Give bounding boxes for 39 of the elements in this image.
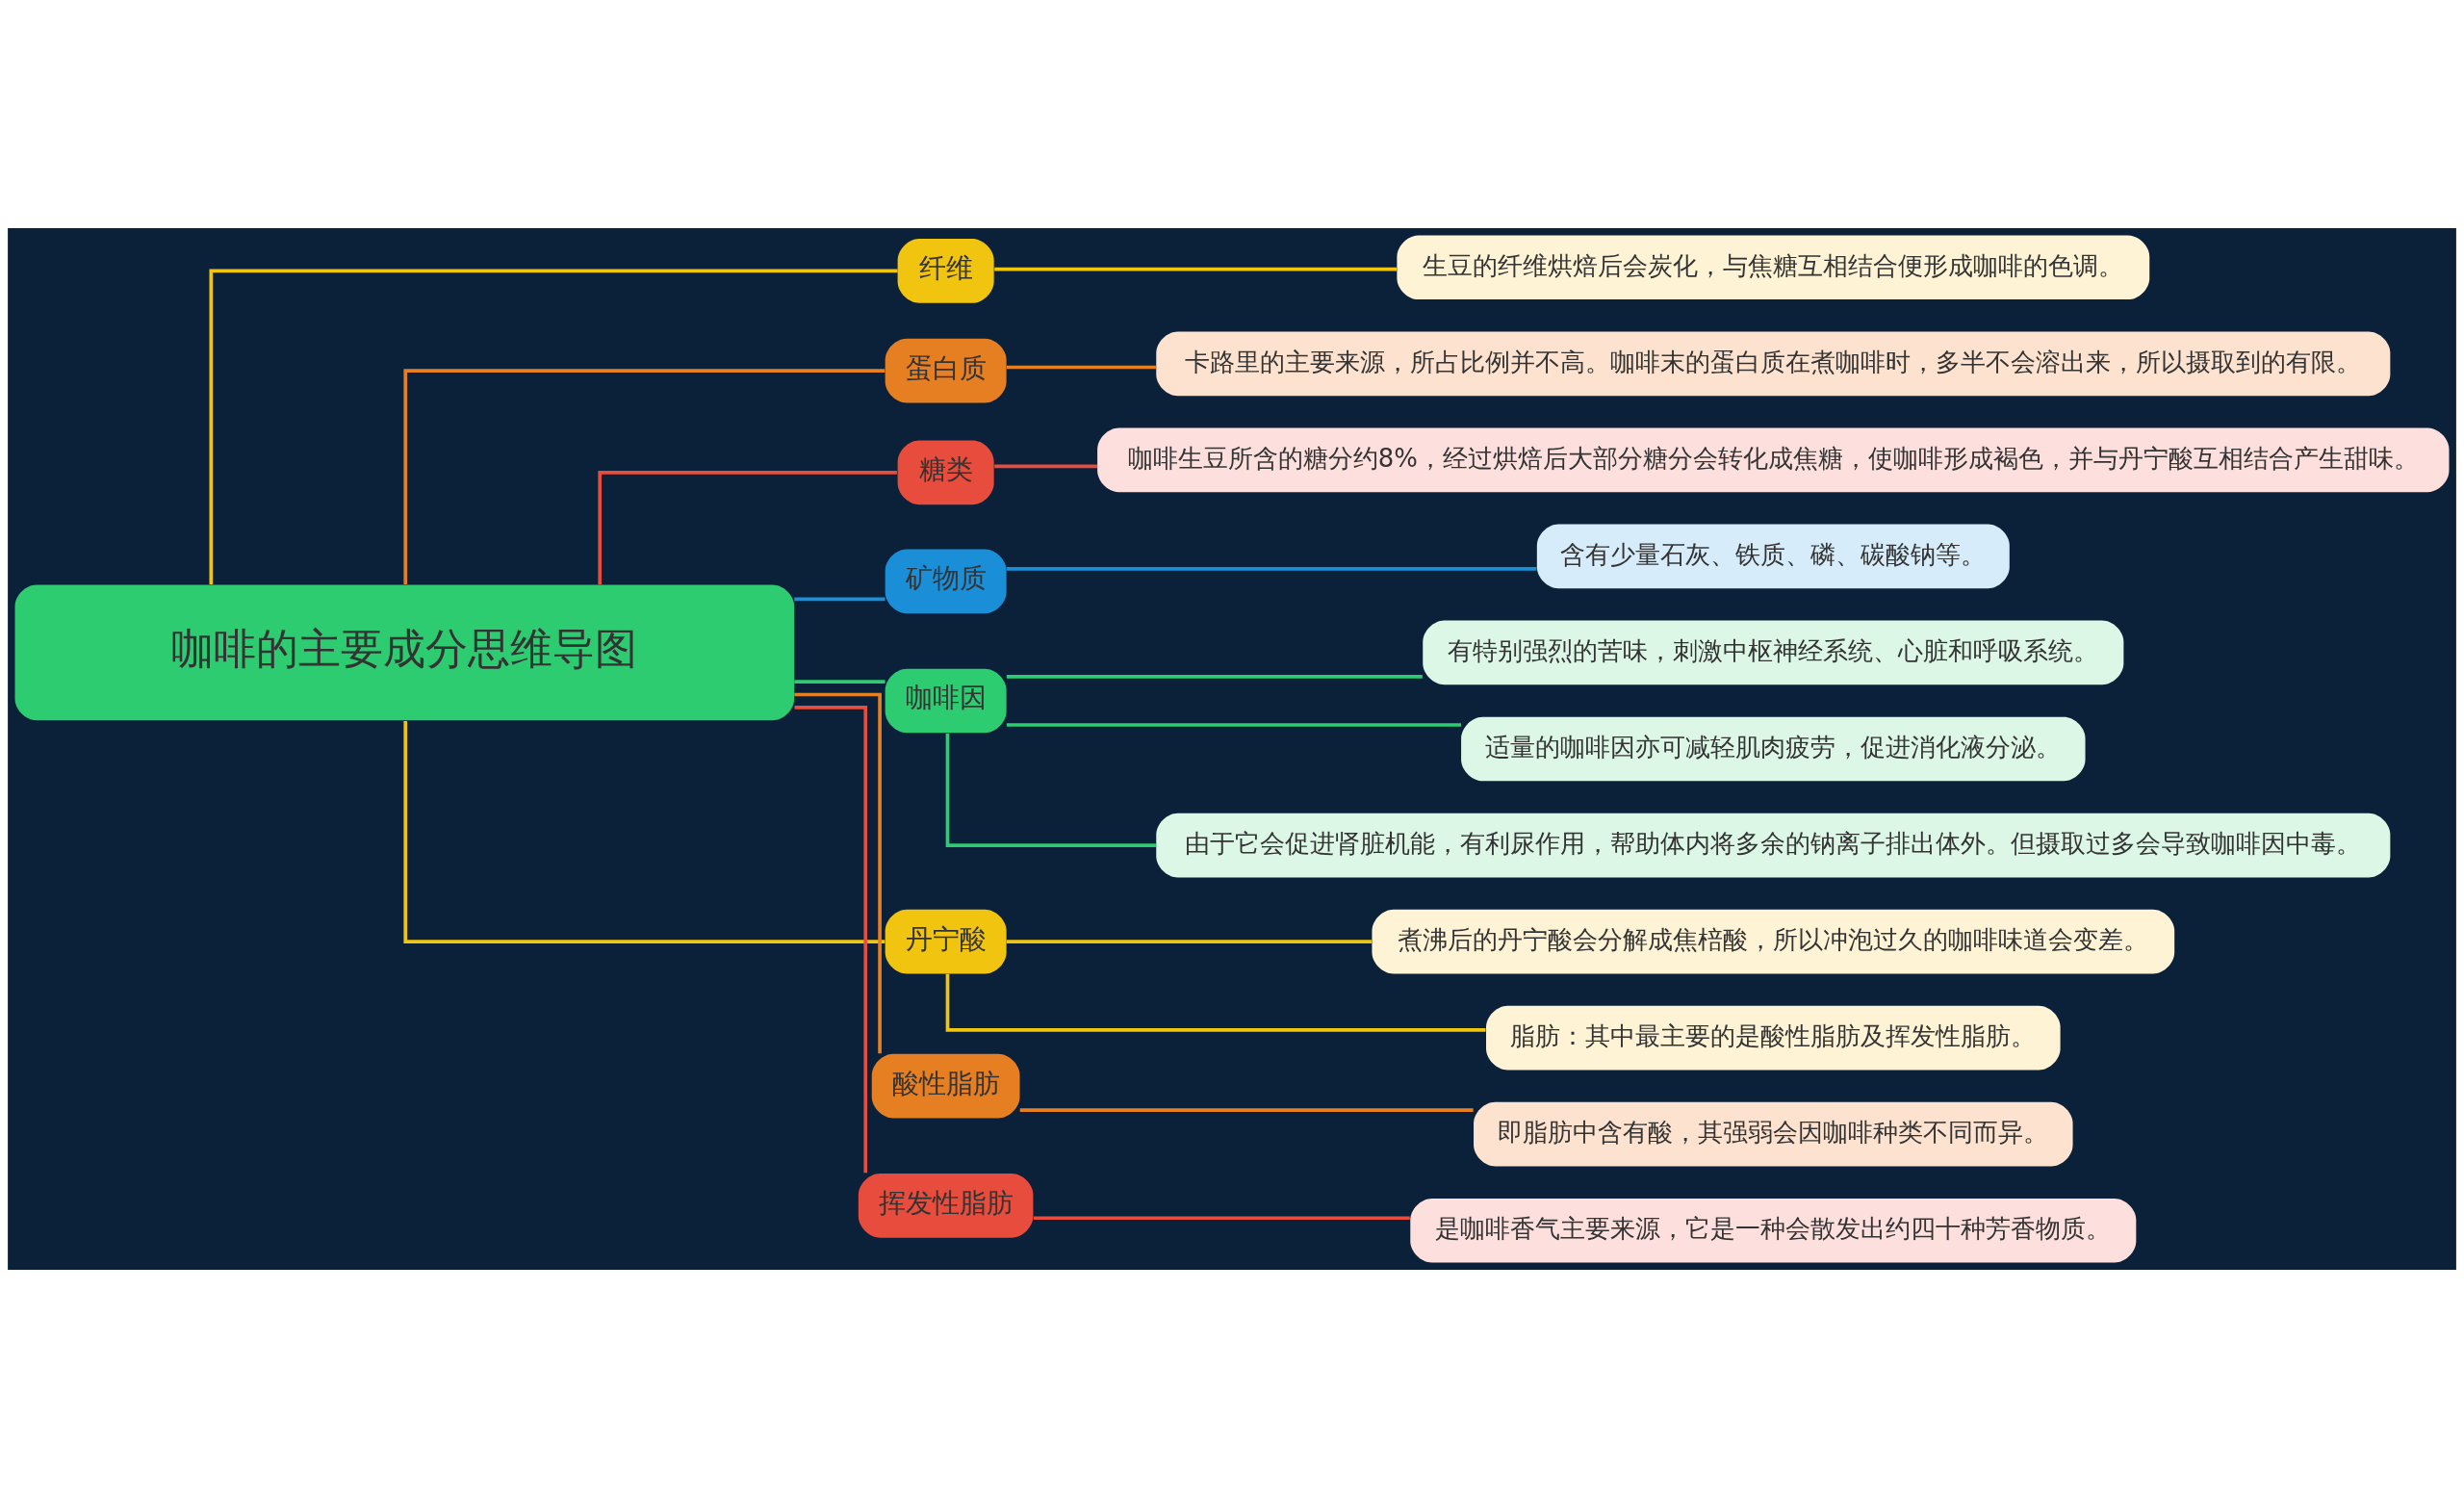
- connector: [598, 470, 897, 584]
- connector: [945, 733, 1156, 847]
- connector: [1006, 722, 1461, 727]
- connector: [794, 692, 882, 1053]
- connector: [1033, 1215, 1410, 1220]
- node-box: 是咖啡香气主要来源，它是一种会散发出约四十种芳香物质。: [1410, 1198, 2137, 1263]
- connector: [794, 597, 886, 601]
- node-box: 由于它会促进肾脏机能，有利尿作用，帮助体内将多余的钠离子排出体外。但摄取过多会导致咖啡因中毒。: [1156, 813, 2391, 877]
- node-box: 糖类: [897, 440, 994, 504]
- connector: [403, 368, 886, 584]
- node-box: 挥发性脂肪: [858, 1173, 1034, 1238]
- node-box: 有特别强烈的苦味，刺激中枢神经系统、心脏和呼吸系统。: [1423, 620, 2124, 684]
- node-box: 脂肪：其中最主要的是酸性脂肪及挥发性脂肪。: [1486, 1005, 2061, 1070]
- node-box: 丹宁酸: [885, 909, 1007, 973]
- node-box: 酸性脂肪: [871, 1053, 1020, 1118]
- node-box: 适量的咖啡因亦可减轻肌肉疲劳，促进消化液分泌。: [1461, 716, 2086, 781]
- node-box: 即脂肪中含有酸，其强弱会因咖啡种类不同而异。: [1474, 1101, 2073, 1167]
- node-box: 生豆的纤维烘焙后会炭化，与焦糖互相结合便形成咖啡的色调。: [1397, 234, 2150, 299]
- connector: [1006, 939, 1372, 943]
- node-box: 咖啡因: [885, 668, 1007, 733]
- connector: [945, 973, 1486, 1032]
- node-box: 咖啡的主要成分思维导图: [14, 584, 795, 720]
- node-box: 含有少量石灰、铁质、磷、碳酸钠等。: [1536, 524, 2010, 588]
- node-box: 煮沸后的丹宁酸会分解成焦棓酸，所以冲泡过久的咖啡味道会变差。: [1372, 909, 2175, 973]
- connector: [994, 464, 1098, 468]
- connector: [403, 720, 886, 943]
- connector: [1006, 674, 1423, 679]
- node-box: 矿物质: [885, 549, 1007, 613]
- connector: [209, 269, 898, 584]
- node-box: 咖啡生豆所含的糖分约8%，经过烘焙后大部分糖分会转化成焦糖，使咖啡形成褐色，并与丹宁酸互相结合产生甜味。: [1097, 427, 2450, 492]
- node-box: 纤维: [897, 238, 994, 303]
- connector: [794, 705, 868, 1173]
- connector: [1019, 1107, 1474, 1112]
- node-box: 蛋白质: [885, 338, 1007, 403]
- node-box: 卡路里的主要来源，所占比例并不高。咖啡末的蛋白质在煮咖啡时，多半不会溶出来，所以摄取到的有限。: [1156, 330, 2391, 396]
- connector: [1006, 566, 1537, 571]
- connector: [994, 267, 1398, 271]
- connector: [794, 679, 886, 684]
- connector: [1006, 365, 1156, 369]
